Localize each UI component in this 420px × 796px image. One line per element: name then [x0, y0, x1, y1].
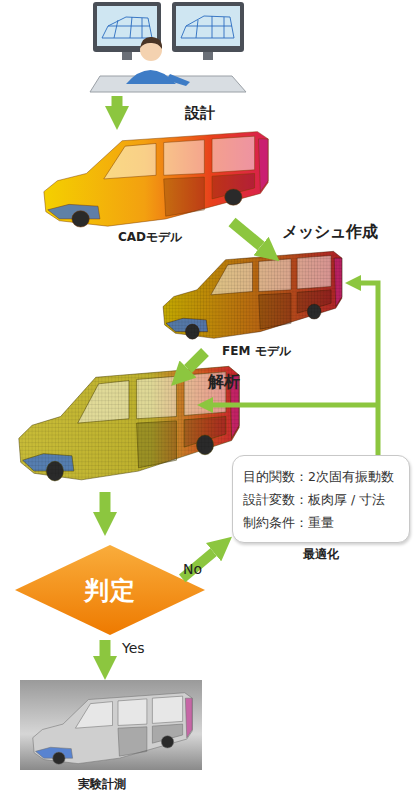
text-label: 設計 [185, 104, 215, 123]
node-text: 制約条件：重量 [243, 511, 399, 534]
text-label: 解析 [208, 372, 240, 393]
monitor-stand [122, 52, 132, 60]
cad-model-illustration [44, 132, 268, 227]
node-caption: 最適化 [233, 546, 409, 563]
fem-mesh [19, 366, 239, 479]
test-photo [20, 680, 202, 770]
fem-model-illustration [163, 251, 342, 339]
decision-diamond: 判定 [15, 545, 205, 635]
flow-arrow [100, 640, 111, 656]
flow-arrow [232, 222, 261, 246]
person-hair [140, 37, 162, 49]
fem-mesh [163, 251, 342, 338]
flow-connector [182, 552, 213, 578]
node-text: 判定 [84, 574, 136, 607]
process-box: 目的関数：2次固有振動数設計変数：板肉厚 / 寸法制約条件：重量最適化 [232, 455, 410, 543]
text-label: FEM モデル [222, 343, 291, 360]
text-label: メッシュ作成 [282, 222, 378, 243]
wireframe-car [102, 17, 152, 38]
wireframe-car [181, 16, 234, 38]
diamond-shape [15, 545, 205, 635]
monitor [172, 2, 244, 52]
car-body [163, 251, 342, 339]
person-arm [166, 74, 190, 86]
node-text: 目的関数：2次固有振動数 [243, 465, 399, 488]
monitor-screen [176, 6, 240, 46]
flow-arrow [188, 352, 205, 369]
text-label: 実験計測 [78, 776, 126, 793]
text-label: CADモデル [118, 229, 182, 246]
feedback-arrow [213, 403, 378, 408]
monitor-stand [203, 52, 213, 60]
text-label: Yes [122, 640, 145, 656]
node-text: 設計変数：板肉厚 / 寸法 [243, 488, 399, 511]
photo-background [20, 680, 202, 770]
feedback-arrow [361, 283, 378, 455]
car-body [44, 132, 268, 227]
analysis-illustration [19, 366, 239, 481]
car-body [19, 366, 239, 481]
car-body [33, 693, 193, 765]
flow-arrow [112, 96, 123, 106]
workstation-illustration [90, 2, 246, 92]
flow-arrow [100, 492, 111, 512]
edge-label: No [183, 561, 202, 577]
